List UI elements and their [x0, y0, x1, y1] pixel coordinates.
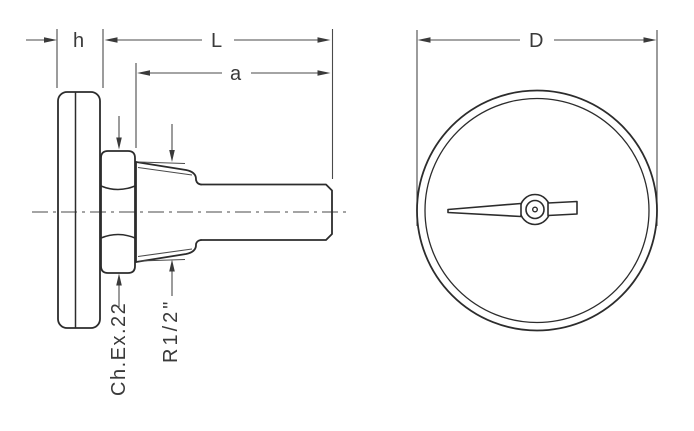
needle-pointer	[447, 202, 522, 218]
side-view: h L a Ch.Ex.22	[26, 29, 347, 396]
dimension-L: L	[104, 29, 334, 179]
thread-bottom-edge	[135, 239, 202, 263]
dim-a-arrow-left	[137, 70, 150, 76]
dim-L-arrow-left	[104, 37, 118, 43]
thread-tick-top	[138, 161, 186, 165]
stem-outline	[200, 183, 333, 241]
dim-D-arrow-right	[643, 37, 657, 43]
dim-a-label: a	[230, 63, 242, 85]
dim-h-arrow	[44, 37, 57, 43]
thread-arrow-top-head	[169, 150, 175, 162]
dial-inner-rim	[424, 97, 650, 324]
thread-root-line-bottom	[137, 248, 193, 258]
front-view: D	[416, 30, 658, 332]
dial-outer-rim	[416, 89, 658, 332]
callout-thread: R1/2"	[160, 124, 182, 363]
nut-outline	[100, 150, 136, 274]
thread-arrow-bottom-head	[169, 259, 175, 272]
dim-D-arrow-left	[417, 37, 431, 43]
hex-arrow-top-head	[116, 137, 122, 150]
nut-facet-upper	[100, 185, 136, 191]
hex-arrow-bottom-head	[116, 273, 122, 286]
thread-label: R1/2"	[160, 299, 182, 363]
dim-D-label: D	[529, 30, 543, 52]
thread	[135, 161, 202, 263]
dimension-h: h	[26, 29, 104, 88]
dimension-D: D	[416, 30, 658, 226]
dim-L-arrow-right	[317, 37, 331, 43]
needle	[447, 193, 578, 226]
dim-L-label: L	[211, 30, 222, 52]
dimension-a: a	[135, 63, 331, 148]
needle-counterweight	[547, 200, 578, 217]
hex-nut	[100, 150, 136, 274]
case-outline	[57, 91, 101, 329]
callout-hex-wrench: Ch.Ex.22	[108, 116, 130, 396]
needle-hub-inner	[525, 199, 545, 220]
dim-a-arrow-right	[317, 70, 331, 76]
needle-hub-pin	[532, 206, 539, 213]
thread-root-line-top	[137, 166, 193, 176]
nut-facet-lower	[100, 233, 136, 239]
hex-wrench-label: Ch.Ex.22	[108, 302, 130, 396]
dial-case-side	[57, 91, 101, 329]
thread-top-edge	[135, 161, 202, 186]
thread-tick-bottom	[138, 258, 186, 262]
dim-h-label: h	[73, 30, 84, 52]
